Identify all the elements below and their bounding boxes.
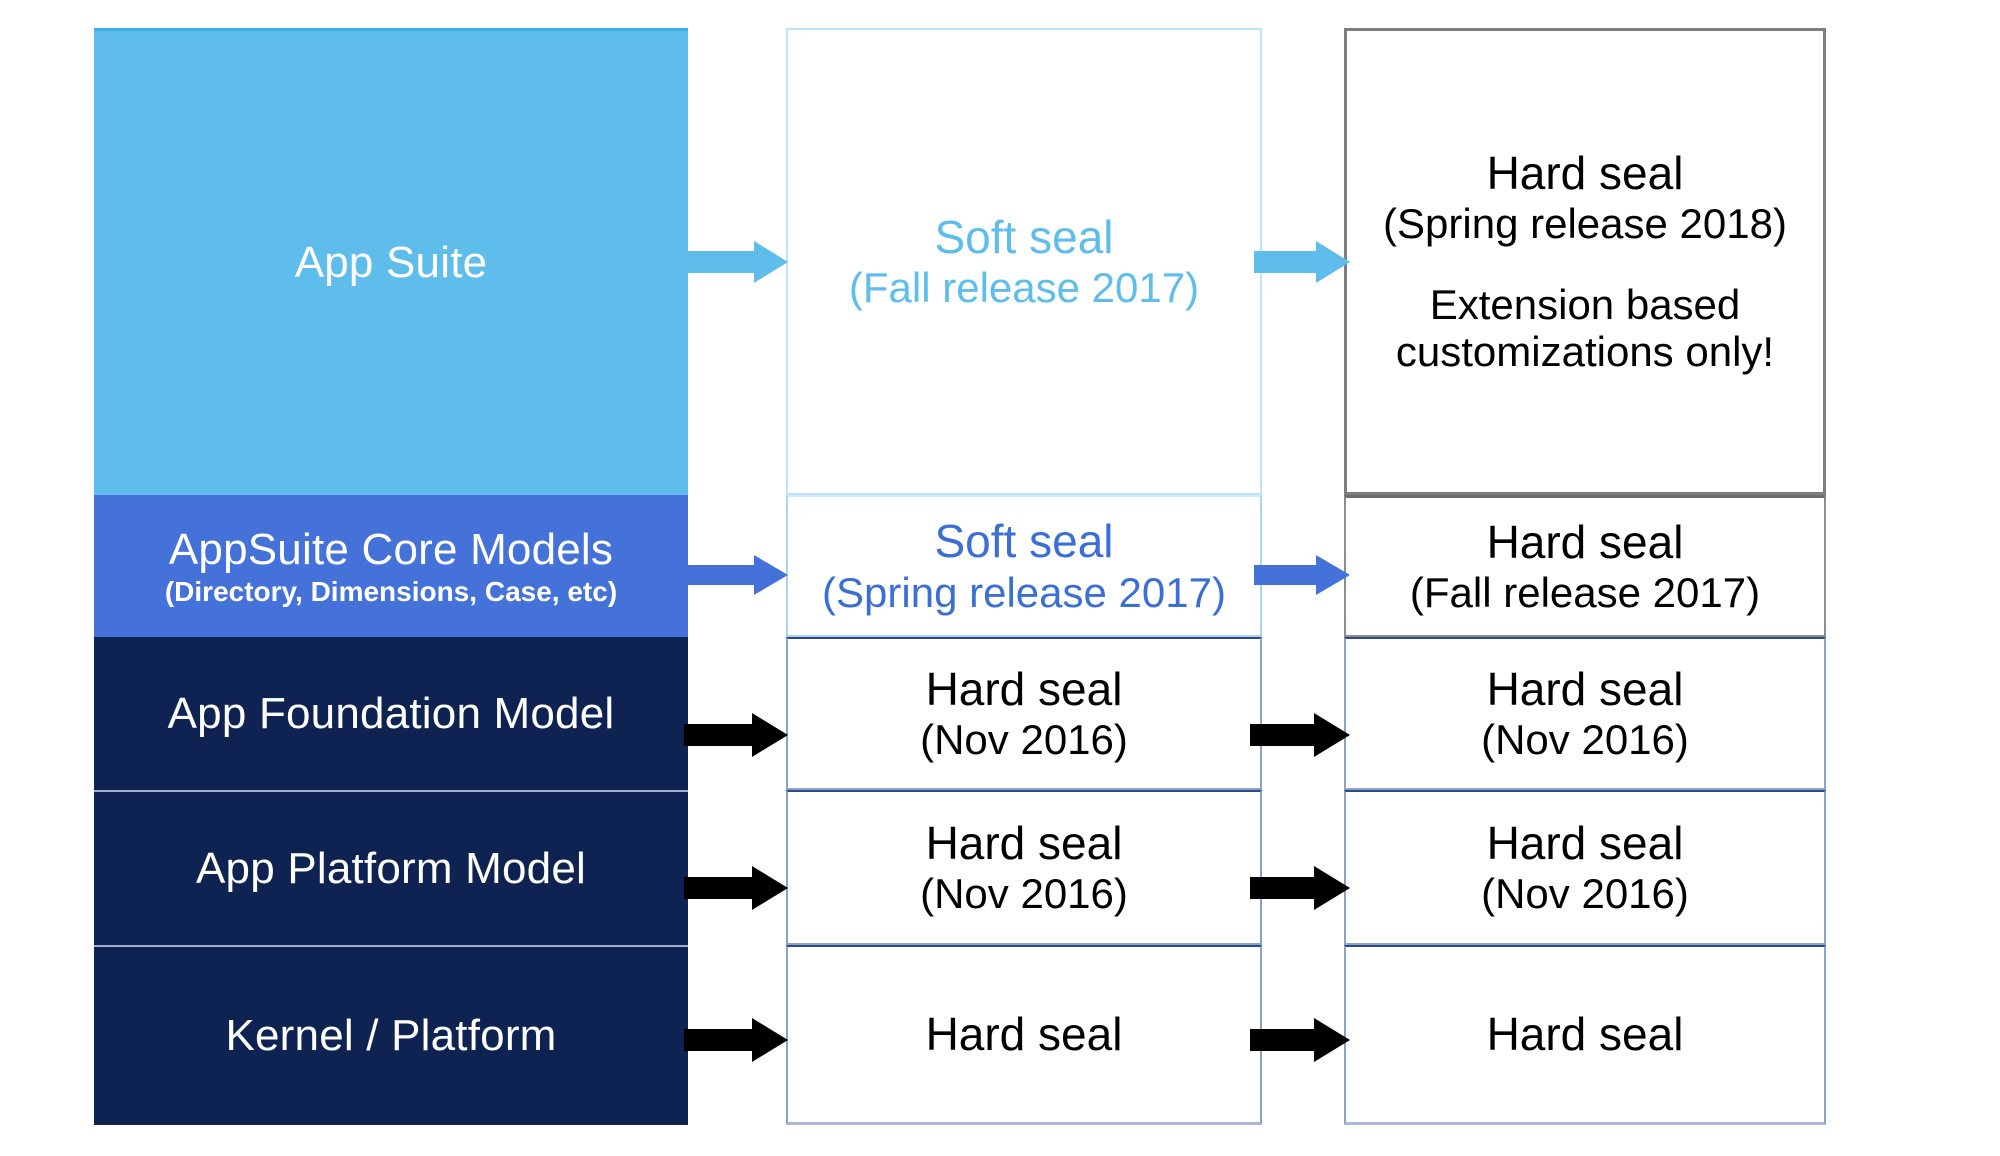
layer-label-app-platform-model: App Platform Model <box>196 843 586 893</box>
seal-box-right-kernel-platform[interactable]: Hard seal <box>1344 945 1826 1125</box>
layer-block-kernel-platform[interactable]: Kernel / Platform <box>94 945 688 1125</box>
seal-subtitle-right-app-suite: (Spring release 2018) <box>1383 200 1787 248</box>
seal-title-middle-app-suite: Soft seal <box>934 210 1114 263</box>
layer-block-app-suite[interactable]: App Suite <box>94 28 688 495</box>
seal-box-right-app-platform-model[interactable]: Hard seal (Nov 2016) <box>1344 790 1826 945</box>
seal-title-middle-app-foundation-model: Hard seal <box>925 662 1123 715</box>
layer-block-core-models[interactable]: AppSuite Core Models (Directory, Dimensi… <box>94 495 688 637</box>
layer-label-app-suite: App Suite <box>294 238 488 288</box>
seal-subtitle-right-core-models: (Fall release 2017) <box>1409 569 1761 617</box>
seal-title-right-app-foundation-model: Hard seal <box>1486 662 1684 715</box>
layer-block-app-foundation-model[interactable]: App Foundation Model <box>94 637 688 790</box>
seal-subtitle-middle-core-models: (Spring release 2017) <box>822 568 1226 616</box>
seal-note-line1-right-app-suite: Extension based <box>1429 281 1741 329</box>
layer-block-app-platform-model[interactable]: App Platform Model <box>94 790 688 945</box>
seal-box-middle-core-models[interactable]: Soft seal (Spring release 2017) <box>786 495 1262 637</box>
seal-title-middle-core-models: Soft seal <box>934 515 1114 568</box>
seal-subtitle-middle-app-suite: (Fall release 2017) <box>848 264 1200 312</box>
seal-title-right-app-suite: Hard seal <box>1486 146 1684 199</box>
seal-subtitle-middle-app-platform-model: (Nov 2016) <box>920 870 1128 918</box>
seal-title-middle-kernel-platform: Hard seal <box>925 1007 1123 1060</box>
seal-box-right-app-suite[interactable]: Hard seal (Spring release 2018) Extensio… <box>1344 28 1826 495</box>
layer-label-kernel-platform: Kernel / Platform <box>225 1011 557 1061</box>
seal-box-right-app-foundation-model[interactable]: Hard seal (Nov 2016) <box>1344 637 1826 790</box>
seal-box-right-core-models[interactable]: Hard seal (Fall release 2017) <box>1344 495 1826 637</box>
seal-box-middle-app-foundation-model[interactable]: Hard seal (Nov 2016) <box>786 637 1262 790</box>
seal-title-right-kernel-platform: Hard seal <box>1486 1007 1684 1060</box>
seal-note-line2-right-app-suite: customizations only! <box>1395 328 1775 376</box>
seal-subtitle-right-app-platform-model: (Nov 2016) <box>1481 870 1689 918</box>
seal-subtitle-middle-app-foundation-model: (Nov 2016) <box>920 716 1128 764</box>
seal-title-right-core-models: Hard seal <box>1486 515 1684 568</box>
seal-subtitle-right-app-foundation-model: (Nov 2016) <box>1481 716 1689 764</box>
layer-label-app-foundation-model: App Foundation Model <box>167 688 615 738</box>
seal-box-middle-app-platform-model[interactable]: Hard seal (Nov 2016) <box>786 790 1262 945</box>
seal-title-middle-app-platform-model: Hard seal <box>925 816 1123 869</box>
seal-box-middle-kernel-platform[interactable]: Hard seal <box>786 945 1262 1125</box>
layer-sublabel-core-models: (Directory, Dimensions, Case, etc) <box>164 575 618 607</box>
layer-label-core-models: AppSuite Core Models <box>168 524 614 574</box>
seal-box-middle-app-suite[interactable]: Soft seal (Fall release 2017) <box>786 28 1262 495</box>
seal-title-right-app-platform-model: Hard seal <box>1486 816 1684 869</box>
